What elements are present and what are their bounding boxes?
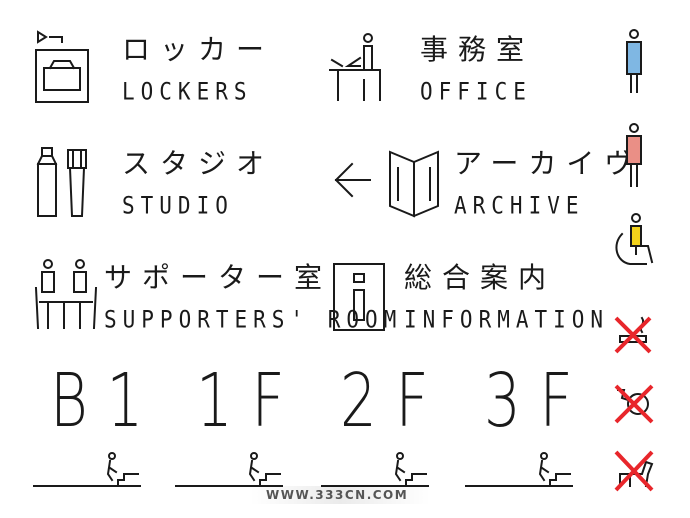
- information-label-jp: 総合案内: [404, 261, 557, 294]
- stairs-lines: [33, 452, 573, 487]
- floor-b1: B1: [50, 358, 162, 444]
- female-toilet-icon: [626, 123, 642, 187]
- locker-icon: [35, 30, 89, 103]
- office-label-en: OFFICE: [420, 77, 532, 106]
- no-food-icon: [614, 384, 654, 424]
- information-label-en: INFORMATION: [404, 305, 610, 334]
- male-toilet-icon: [626, 29, 642, 93]
- watermark-text: WWW.333CN.COM: [266, 488, 409, 502]
- supporters-people-icon: [34, 259, 98, 330]
- stair-figure-2f: [321, 452, 429, 487]
- pictogram-column: [614, 29, 654, 492]
- supporters-label-en: SUPPORTERS' ROOM: [104, 305, 403, 334]
- lockers-label-jp: ロッカー: [122, 33, 275, 66]
- supporters-label-jp: サポーター室: [104, 261, 333, 294]
- lockers-label-en: LOCKERS: [122, 77, 253, 106]
- floor-3f: 3F: [484, 358, 592, 444]
- studio-label-en: STUDIO: [122, 191, 234, 220]
- no-pets-icon: [614, 450, 654, 492]
- paint-tube-brush-icon: [36, 147, 87, 217]
- no-smoking-icon: [614, 316, 652, 354]
- archive-label-en: ARCHIVE: [454, 191, 585, 220]
- stair-figure-1f: [175, 452, 283, 487]
- office-label-jp: 事務室: [420, 33, 535, 66]
- stair-figure-b1: [33, 452, 141, 487]
- archive-book-icon: [334, 150, 439, 218]
- floor-1f: 1F: [196, 358, 304, 444]
- accessible-icon: [615, 213, 654, 265]
- floor-2f: 2F: [340, 358, 448, 444]
- stair-figure-3f: [465, 452, 573, 487]
- watermark-shadow: [250, 486, 430, 504]
- info-icon: [333, 263, 385, 331]
- archive-label-jp: アーカイヴ: [454, 147, 643, 180]
- studio-label-jp: スタジオ: [122, 147, 275, 180]
- office-worker-icon: [329, 33, 381, 101]
